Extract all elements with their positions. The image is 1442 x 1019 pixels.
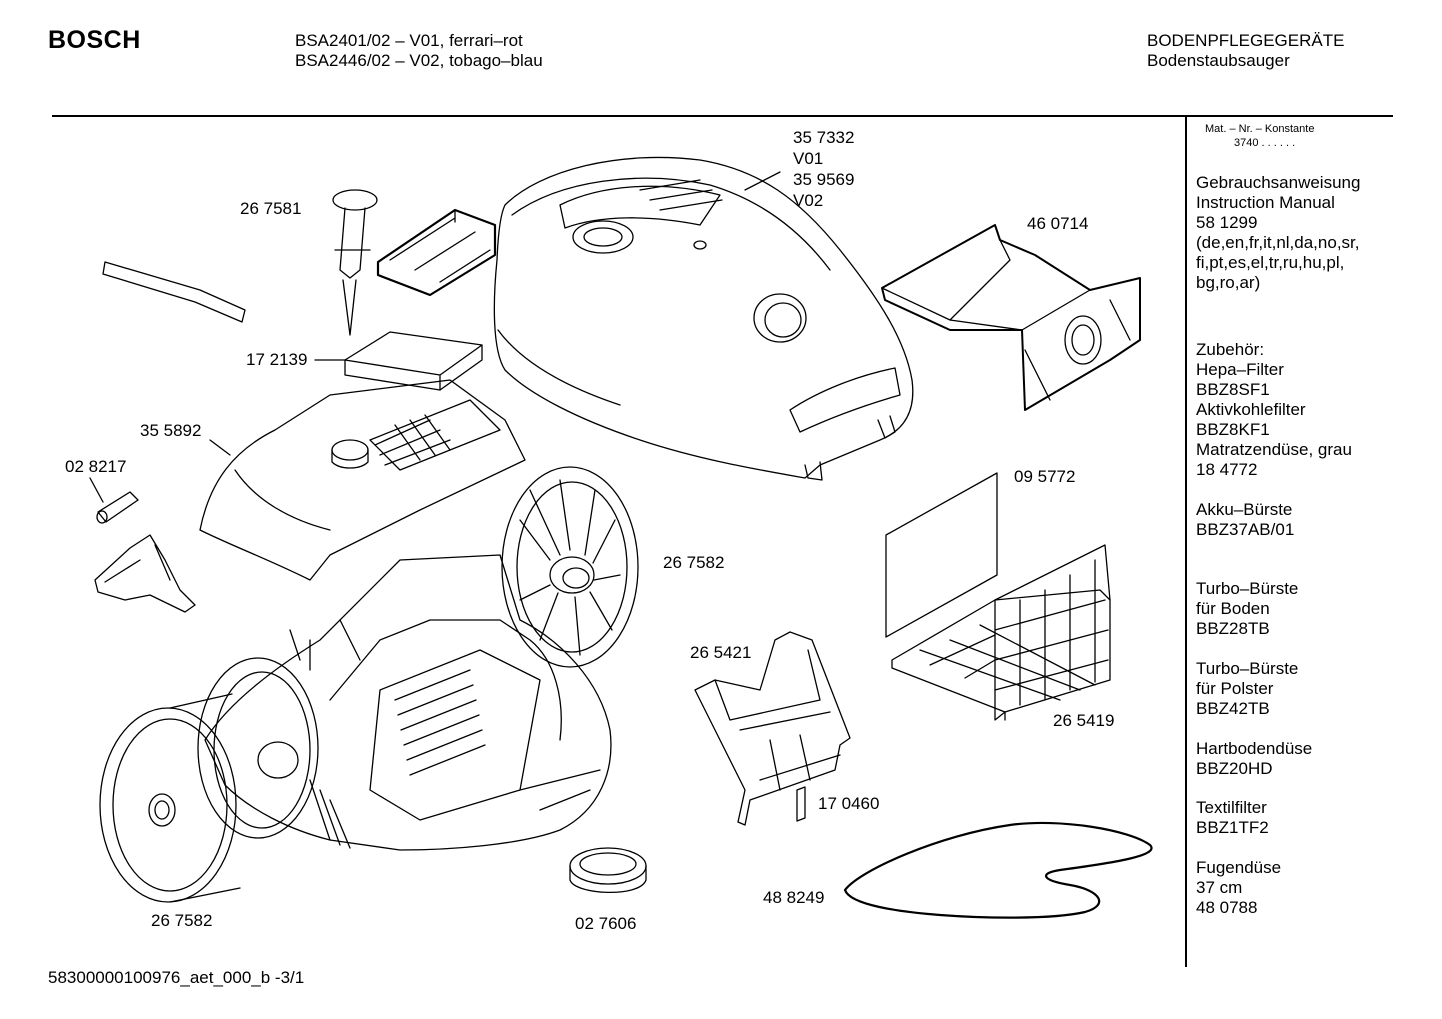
mat-nr-code: 3740 . . . . . . (1234, 137, 1296, 149)
cover-shell (493, 156, 914, 481)
manual-number: 58 1299 (1196, 213, 1258, 232)
part-label: 46 0714 (1027, 214, 1089, 233)
category-line-2: Bodenstaubsauger (1147, 51, 1290, 70)
accessory-code: BBZ42TB (1196, 699, 1270, 718)
seal-part (796, 786, 806, 822)
accessory-block: Hartbodendüse BBZ20HD (1196, 739, 1312, 779)
accessory-name: Hartbodendüse (1196, 739, 1313, 758)
bracket-part (94, 534, 196, 613)
part-label: 17 0460 (818, 794, 880, 813)
brand-logo: BOSCH (48, 26, 141, 54)
accessory-name: Turbo–Bürste (1196, 659, 1299, 678)
part-label: 09 5772 (1014, 467, 1076, 486)
mat-nr-label: Mat. – Nr. – Konstante (1205, 123, 1315, 135)
category-line-1: BODENPFLEGEGERÄTE (1147, 31, 1345, 50)
accessory-code: BBZ28TB (1196, 619, 1270, 638)
model-line-1: BSA2401/02 – V01, ferrari–rot (295, 31, 523, 50)
swivel-ring (569, 847, 647, 894)
accessory-name: Matratzendüse, grau (1196, 440, 1352, 459)
model-line-2: BSA2446/02 – V02, tobago–blau (295, 51, 543, 70)
filter-bag (881, 224, 1141, 411)
part-label: 35 5892 (140, 421, 202, 440)
manual-languages-2: fi,pt,es,el,tr,ru,hu,pl, (1196, 253, 1345, 272)
bag-holder (694, 631, 851, 826)
accessories-heading: Zubehör: (1196, 340, 1265, 359)
accessory-code: BBZ8KF1 (1196, 420, 1270, 439)
manual-info: Gebrauchsanweisung Instruction Manual 58… (1196, 173, 1360, 293)
manual-title: Gebrauchsanweisung (1196, 173, 1361, 192)
rubber-strip (102, 261, 246, 323)
accessory-code: BBZ8SF1 (1196, 380, 1270, 399)
filter-cassette (376, 208, 497, 297)
accessory-name: Fugendüse (1196, 858, 1282, 877)
hepa-filter (344, 331, 483, 391)
accessory-detail: für Polster (1196, 679, 1274, 698)
part-label: 02 8217 (65, 457, 127, 476)
accessory-name: Akku–Bürste (1196, 500, 1293, 519)
accessories-info: Zubehör: Hepa–Filter BBZ8SF1 Aktivkohlef… (1196, 340, 1352, 480)
part-label: 26 7581 (240, 199, 302, 218)
accessory-detail: 37 cm (1196, 878, 1243, 897)
sidebar-divider (1185, 117, 1187, 967)
leader-line (89, 477, 104, 503)
accessory-code: BBZ1TF2 (1196, 818, 1269, 837)
accessory-block: Akku–Bürste BBZ37AB/01 (1196, 500, 1294, 540)
part-label: 17 2139 (246, 350, 308, 369)
manual-languages-3: bg,ro,ar) (1196, 273, 1261, 292)
wheel-lower (99, 657, 319, 903)
part-label: 26 5421 (690, 643, 752, 662)
part-label: 26 5419 (1053, 711, 1115, 730)
part-label: 35 7332 (793, 128, 855, 147)
accessory-code: 18 4772 (1196, 460, 1258, 479)
wheel-upper (501, 466, 639, 668)
leader-line (209, 439, 231, 456)
manual-languages-1: (de,en,fr,it,nl,da,no,sr, (1196, 233, 1360, 252)
motor-filter (885, 472, 998, 638)
part-label: 48 8249 (763, 888, 825, 907)
document-id: 58300000100976_aet_000_b -3/1 (48, 968, 305, 987)
accessory-detail: für Boden (1196, 599, 1270, 618)
filter-grid (891, 544, 1111, 721)
accessory-block: Textilfilter BBZ1TF2 (1196, 798, 1269, 838)
model-list: BSA2401/02 – V01, ferrari–rot BSA2446/02… (295, 31, 543, 71)
main-body (204, 554, 612, 851)
filter-holder (199, 379, 526, 581)
accessory-name: Aktivkohlefilter (1196, 400, 1306, 419)
accessory-block: Turbo–Bürste für Boden BBZ28TB (1196, 579, 1298, 639)
product-category: BODENPFLEGEGERÄTE Bodenstaubsauger (1147, 31, 1344, 71)
latch-part (332, 189, 378, 336)
accessory-block: Turbo–Bürste für Polster BBZ42TB (1196, 659, 1298, 719)
accessory-name: Turbo–Bürste (1196, 579, 1299, 598)
accessory-code: BBZ37AB/01 (1196, 520, 1295, 539)
part-label: 02 7606 (575, 914, 637, 933)
part-label: 26 7582 (151, 911, 213, 930)
accessory-name: Hepa–Filter (1196, 360, 1284, 379)
part-label: V02 (793, 191, 824, 210)
part-label: 26 7582 (663, 553, 725, 572)
accessory-name: Textilfilter (1196, 798, 1267, 817)
header-divider (52, 115, 1393, 117)
spring-part (96, 491, 139, 524)
part-label: 35 9569 (793, 170, 855, 189)
leader-line (744, 171, 781, 191)
accessory-block: Fugendüse 37 cm 48 0788 (1196, 858, 1281, 918)
manual-title-en: Instruction Manual (1196, 193, 1335, 212)
accessory-code: 48 0788 (1196, 898, 1258, 917)
part-label: V01 (793, 149, 824, 168)
gasket-part (843, 821, 1153, 919)
accessory-code: BBZ20HD (1196, 759, 1273, 778)
